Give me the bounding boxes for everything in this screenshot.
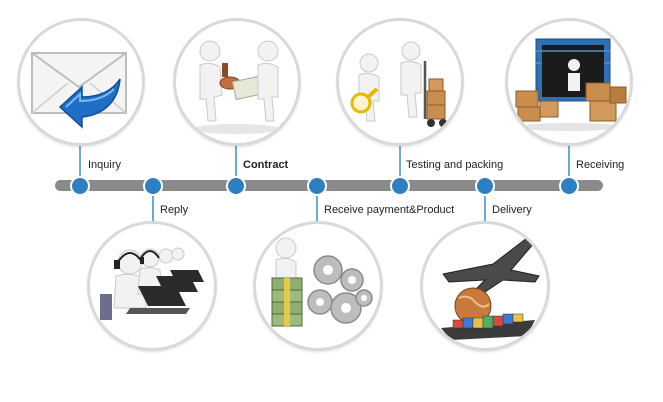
timeline-bar	[55, 180, 603, 191]
step-label-payment: Receive payment&Product	[324, 204, 455, 216]
handshake-contract-icon	[176, 21, 298, 143]
envelope-reply-icon	[20, 21, 142, 143]
step-label-testing: Testing and packing	[406, 159, 504, 171]
cash-and-gears-icon	[256, 224, 380, 348]
node-contract	[226, 176, 246, 196]
plane-ship-globe-icon	[423, 224, 547, 348]
node-testing	[390, 176, 410, 196]
node-delivery	[475, 176, 495, 196]
magnifier-boxes-icon	[339, 21, 461, 143]
node-inquiry	[70, 176, 90, 196]
timeline-nodes	[70, 176, 579, 196]
node-receiving	[559, 176, 579, 196]
call-center-operators-icon	[90, 224, 214, 348]
node-reply	[143, 176, 163, 196]
container-boxes-icon	[508, 21, 630, 143]
step-label-delivery: Delivery	[492, 204, 532, 216]
step-label-contract: Contract	[243, 159, 289, 171]
step-label-reply: Reply	[160, 204, 189, 216]
node-payment	[307, 176, 327, 196]
step-label-receiving: Receiving	[576, 159, 625, 171]
step-label-inquiry: Inquiry	[88, 159, 122, 171]
